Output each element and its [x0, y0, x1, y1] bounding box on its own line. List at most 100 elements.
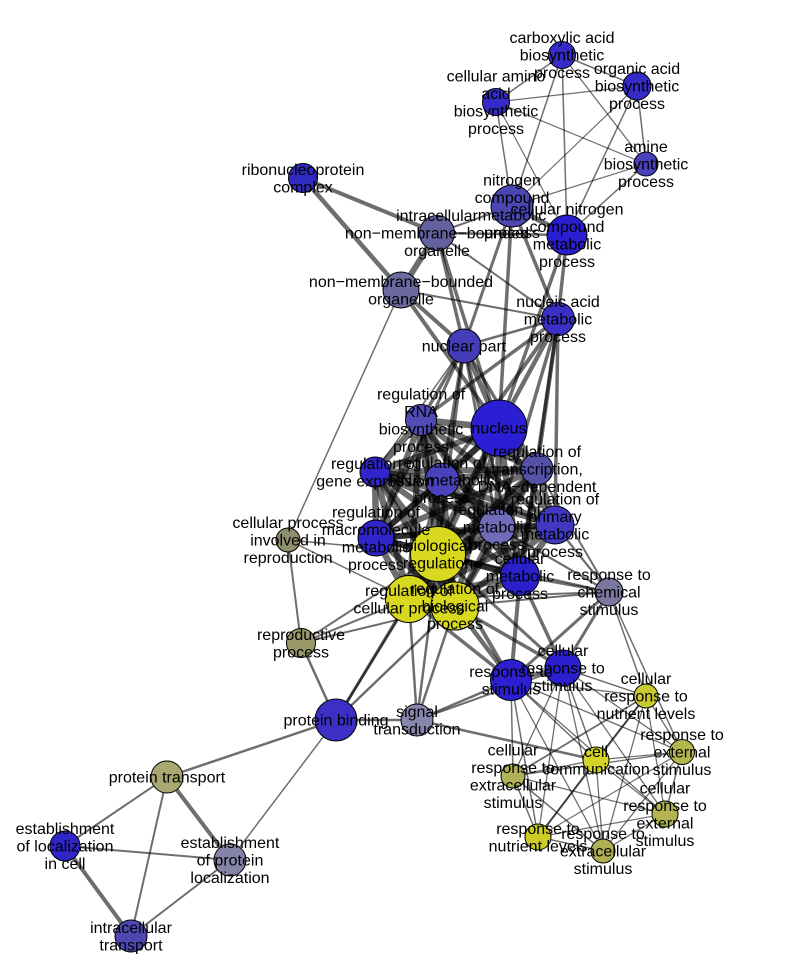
svg-text:process: process	[273, 644, 329, 661]
svg-text:regulation of: regulation of	[411, 581, 500, 598]
svg-text:stimulus: stimulus	[574, 861, 633, 878]
svg-text:response to: response to	[561, 826, 645, 843]
svg-text:stimulus: stimulus	[636, 833, 695, 850]
svg-text:process: process	[468, 121, 524, 138]
svg-text:reproduction: reproduction	[244, 550, 333, 567]
svg-text:establishment: establishment	[16, 821, 115, 838]
svg-text:cell: cell	[584, 744, 608, 761]
svg-text:metabolic: metabolic	[521, 526, 589, 543]
svg-text:metabolic: metabolic	[533, 236, 601, 253]
svg-text:of localization: of localization	[17, 839, 114, 856]
svg-text:DNA−dependent: DNA−dependent	[478, 479, 597, 496]
svg-text:external: external	[654, 745, 711, 762]
svg-text:establishment: establishment	[181, 835, 280, 852]
svg-text:process: process	[539, 254, 595, 271]
svg-text:metabolic: metabolic	[486, 569, 554, 586]
svg-text:cellular process: cellular process	[353, 600, 464, 617]
svg-text:signal: signal	[396, 704, 438, 721]
svg-text:response to: response to	[471, 760, 555, 777]
svg-text:response to: response to	[496, 821, 580, 838]
svg-text:acid: acid	[481, 86, 510, 103]
svg-text:process: process	[348, 557, 404, 574]
svg-text:biosynthetic: biosynthetic	[604, 157, 689, 174]
svg-text:cellular: cellular	[538, 643, 589, 660]
svg-text:nuclear part: nuclear part	[422, 339, 507, 356]
svg-text:nucleus: nucleus	[471, 421, 526, 438]
svg-text:of protein: of protein	[197, 853, 264, 870]
svg-text:regulation: regulation	[403, 555, 473, 572]
svg-text:cellular amino: cellular amino	[447, 68, 546, 85]
svg-text:stimulus: stimulus	[484, 795, 543, 812]
svg-text:process: process	[469, 537, 525, 554]
svg-text:localization: localization	[190, 870, 269, 887]
svg-text:nucleic acid: nucleic acid	[516, 294, 600, 311]
svg-text:macromolecule: macromolecule	[322, 522, 431, 539]
svg-text:cellular: cellular	[621, 671, 672, 688]
svg-text:primary: primary	[528, 509, 581, 526]
svg-text:response to: response to	[567, 567, 651, 584]
svg-text:protein transport: protein transport	[109, 770, 226, 787]
svg-text:organelle: organelle	[404, 243, 470, 260]
svg-text:process: process	[534, 65, 590, 82]
svg-text:ribonucleoprotein: ribonucleoprotein	[242, 162, 365, 179]
svg-text:stimulus: stimulus	[482, 681, 541, 698]
svg-text:nitrogen: nitrogen	[483, 172, 541, 189]
svg-text:non−membrane−bounded: non−membrane−bounded	[345, 226, 529, 243]
svg-text:cellular: cellular	[488, 742, 539, 759]
svg-text:regulation of: regulation of	[453, 502, 542, 519]
svg-text:carboxylic acid: carboxylic acid	[510, 30, 615, 47]
svg-text:organic acid: organic acid	[594, 61, 680, 78]
svg-text:process: process	[530, 329, 586, 346]
svg-text:biosynthetic: biosynthetic	[520, 48, 605, 65]
svg-text:process: process	[492, 586, 548, 603]
svg-text:metabolic: metabolic	[478, 207, 546, 224]
svg-text:external: external	[637, 815, 694, 832]
svg-text:involved in: involved in	[250, 533, 326, 550]
svg-text:response to: response to	[469, 664, 553, 681]
svg-text:intracellular: intracellular	[90, 920, 172, 937]
svg-text:process: process	[484, 225, 540, 242]
svg-text:stimulus: stimulus	[580, 602, 639, 619]
svg-text:stimulus: stimulus	[653, 762, 712, 779]
svg-text:intracellular: intracellular	[396, 208, 478, 225]
svg-text:biosynthetic: biosynthetic	[454, 103, 539, 120]
svg-text:RNA: RNA	[404, 404, 438, 421]
svg-text:response to: response to	[604, 689, 688, 706]
svg-text:transduction: transduction	[373, 721, 460, 738]
svg-text:cellular: cellular	[640, 780, 691, 797]
svg-text:complex: complex	[273, 179, 333, 196]
svg-text:organelle: organelle	[368, 291, 434, 308]
svg-text:response to: response to	[640, 727, 724, 744]
svg-text:response to: response to	[521, 661, 605, 678]
svg-text:biological: biological	[405, 538, 472, 555]
svg-text:reproductive: reproductive	[257, 627, 345, 644]
svg-text:regulation of: regulation of	[493, 444, 582, 461]
svg-text:stimulus: stimulus	[534, 678, 593, 695]
svg-text:regulation of: regulation of	[511, 491, 600, 508]
svg-text:regulation of: regulation of	[365, 583, 454, 600]
svg-text:gene expression: gene expression	[316, 473, 433, 490]
svg-text:metabolic: metabolic	[524, 312, 592, 329]
svg-text:chemical: chemical	[577, 585, 640, 602]
svg-text:in cell: in cell	[45, 856, 86, 873]
svg-text:extracellular: extracellular	[470, 777, 557, 794]
svg-text:biosynthetic: biosynthetic	[595, 79, 680, 96]
svg-text:nutrient levels: nutrient levels	[489, 838, 588, 855]
svg-text:process: process	[609, 96, 665, 113]
svg-text:biosynthetic: biosynthetic	[379, 421, 464, 438]
svg-text:process: process	[393, 439, 449, 456]
svg-text:metabolic: metabolic	[463, 520, 531, 537]
svg-text:process: process	[618, 174, 674, 191]
svg-text:process: process	[414, 490, 470, 507]
svg-text:regulation of: regulation of	[331, 456, 420, 473]
svg-text:biological: biological	[422, 599, 489, 616]
svg-text:compound: compound	[530, 219, 605, 236]
svg-text:RNA metabolic: RNA metabolic	[389, 473, 495, 490]
svg-text:nutrient levels: nutrient levels	[597, 706, 696, 723]
svg-text:extracellular: extracellular	[560, 844, 647, 861]
svg-text:non−membrane−bounded: non−membrane−bounded	[309, 274, 493, 291]
svg-text:response to: response to	[623, 798, 707, 815]
svg-text:cellular process: cellular process	[232, 515, 343, 532]
svg-text:transport: transport	[99, 937, 163, 954]
svg-text:process: process	[427, 616, 483, 633]
